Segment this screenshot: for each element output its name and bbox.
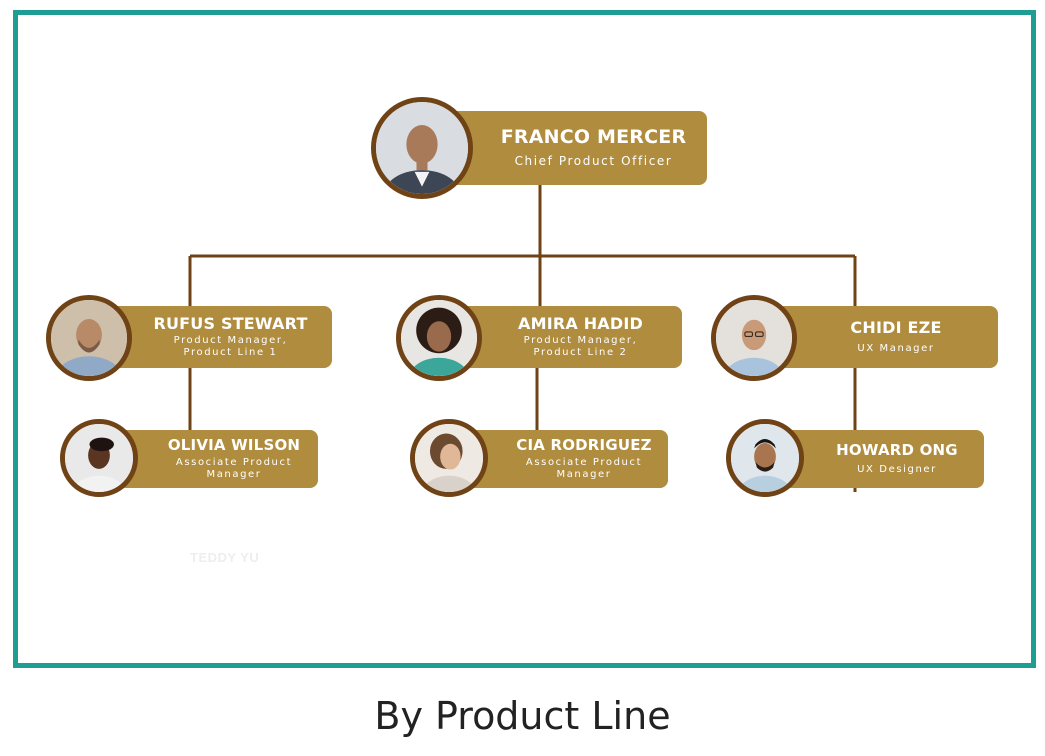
node-role: UX Manager xyxy=(857,342,935,354)
node-name: OLIVIA WILSON xyxy=(167,436,301,455)
person-photo-icon xyxy=(415,424,483,492)
avatar-rufus xyxy=(46,295,132,381)
person-photo-icon xyxy=(731,424,799,492)
node-role: Chief Product Officer xyxy=(514,154,673,169)
person-photo-icon xyxy=(716,300,792,376)
node-role-line2: Product Line 2 xyxy=(533,347,628,359)
node-name: RUFUS STEWART xyxy=(153,313,308,333)
node-card-rufus: RUFUS STEWART Product Manager, Product L… xyxy=(95,306,332,368)
avatar-olivia xyxy=(60,419,138,497)
avatar-howard xyxy=(726,419,804,497)
avatar-franco xyxy=(371,97,473,199)
node-role-line1: Product Manager, xyxy=(173,335,288,347)
avatar-cia xyxy=(410,419,488,497)
node-role-line1: Associate Product xyxy=(175,456,293,468)
node-card-cia: CIA RODRIGUEZ Associate Product Manager xyxy=(460,430,668,488)
node-role-line1: Associate Product xyxy=(525,456,643,468)
node-role-line1: Product Manager, xyxy=(523,335,638,347)
person-photo-icon xyxy=(401,300,477,376)
node-name: AMIRA HADID xyxy=(517,313,644,333)
faded-watermark-text: TEDDY YU xyxy=(190,550,260,565)
avatar-amira xyxy=(396,295,482,381)
node-role-line2: Manager xyxy=(206,468,262,480)
node-role-line2: Product Line 1 xyxy=(183,347,278,359)
person-photo-icon xyxy=(376,102,468,194)
node-card-franco: FRANCO MERCER Chief Product Officer xyxy=(440,111,707,185)
node-role: UX Designer xyxy=(857,464,937,476)
node-name: FRANCO MERCER xyxy=(500,126,687,149)
node-name: CIA RODRIGUEZ xyxy=(516,436,652,455)
person-photo-icon xyxy=(51,300,127,376)
node-card-olivia: OLIVIA WILSON Associate Product Manager xyxy=(110,430,318,488)
node-name: CHIDI EZE xyxy=(850,318,942,338)
node-name: HOWARD ONG xyxy=(836,440,958,459)
node-card-amira: AMIRA HADID Product Manager, Product Lin… xyxy=(445,306,682,368)
avatar-chidi xyxy=(711,295,797,381)
node-card-chidi: CHIDI EZE UX Manager xyxy=(760,306,998,368)
node-card-howard: HOWARD ONG UX Designer xyxy=(776,430,984,488)
node-role-line2: Manager xyxy=(556,468,612,480)
slide-caption: By Product Line xyxy=(374,694,671,738)
person-photo-icon xyxy=(65,424,133,492)
